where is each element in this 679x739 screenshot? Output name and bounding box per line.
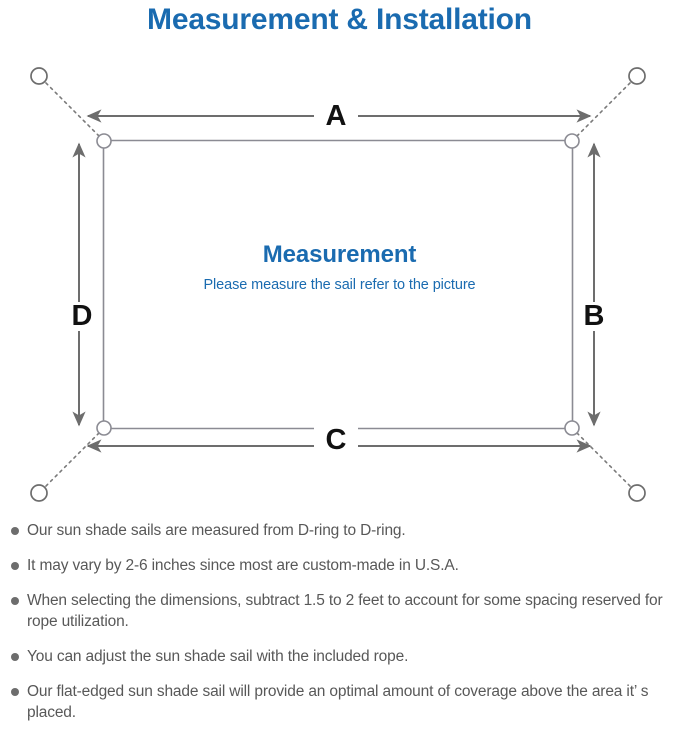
anchor-point-bottom-right — [628, 484, 646, 502]
list-item: When selecting the dimensions, subtract … — [0, 590, 679, 632]
rope-bottom-right — [576, 432, 632, 488]
list-item: You can adjust the sun shade sail with t… — [0, 646, 679, 667]
note-text: Our sun shade sails are measured from D-… — [27, 522, 406, 539]
rope-top-left — [44, 81, 100, 137]
note-text: It may vary by 2-6 inches since most are… — [27, 557, 459, 574]
anchor-point-top-right — [628, 67, 646, 85]
notes-list: Our sun shade sails are measured from D-… — [0, 520, 679, 723]
d-ring-bottom-left — [96, 420, 112, 436]
rope-bottom-left — [44, 432, 100, 488]
list-item: Our flat-edged sun shade sail will provi… — [0, 681, 679, 723]
list-item: It may vary by 2-6 inches since most are… — [0, 555, 679, 576]
bullet-icon — [11, 688, 19, 696]
d-ring-top-left — [96, 133, 112, 149]
bullet-icon — [11, 597, 19, 605]
note-text: When selecting the dimensions, subtract … — [27, 592, 663, 630]
sail-body — [102, 139, 574, 430]
page-title: Measurement & Installation — [147, 3, 532, 36]
bullet-icon — [11, 653, 19, 661]
rope-top-right — [576, 81, 632, 137]
bullet-icon — [11, 527, 19, 535]
bullet-icon — [11, 562, 19, 570]
list-item: Our sun shade sails are measured from D-… — [0, 520, 679, 541]
sail-diagram-svg — [30, 67, 646, 502]
d-ring-bottom-right — [564, 420, 580, 436]
anchor-point-top-left — [30, 67, 48, 85]
note-text: Our flat-edged sun shade sail will provi… — [27, 683, 649, 721]
note-text: You can adjust the sun shade sail with t… — [27, 648, 409, 665]
d-ring-top-right — [564, 133, 580, 149]
sail-diagram: A B C D Measurement Please measure the s… — [0, 44, 679, 514]
anchor-point-bottom-left — [30, 484, 48, 502]
